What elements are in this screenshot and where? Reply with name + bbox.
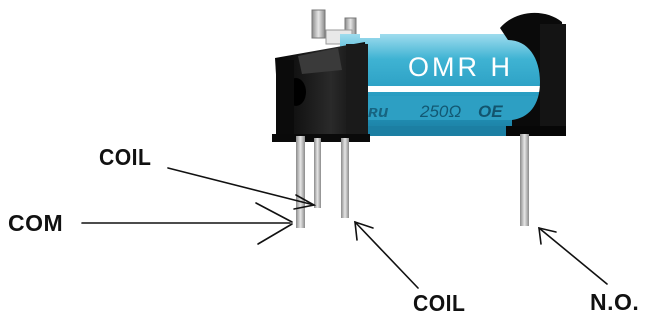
right-end-cap xyxy=(500,12,566,136)
label-coil-bottom: COIL xyxy=(413,290,466,316)
arrow-coil-bottom xyxy=(354,221,419,289)
svg-text:OE: OE xyxy=(478,102,503,121)
arrowhead-no xyxy=(538,226,557,245)
left-housing xyxy=(272,42,370,142)
svg-text:ʀu: ʀu xyxy=(368,102,389,121)
label-normally-open: N.O. xyxy=(590,289,640,315)
body-label: OMR H xyxy=(408,52,513,82)
resistance-print: 250Ω xyxy=(419,102,461,121)
com-pin xyxy=(296,136,305,228)
arrowhead-coil-bottom xyxy=(354,220,374,241)
leader-arrows xyxy=(81,167,608,289)
no-pin xyxy=(520,134,529,226)
arrowhead-com-upper xyxy=(255,202,293,223)
terminal-pins xyxy=(296,134,529,228)
arrowhead-coil-top xyxy=(293,194,317,210)
label-com: COM xyxy=(8,210,64,236)
coil-pin-1 xyxy=(314,138,321,208)
label-coil-top: COIL xyxy=(99,144,152,170)
arrow-no xyxy=(538,227,608,285)
reed-cylinder: OMR H 250Ω ʀu OE xyxy=(340,30,540,136)
arrowhead-com-lower xyxy=(257,223,293,245)
coil-pin-2 xyxy=(341,138,349,218)
arrow-coil-top xyxy=(167,167,315,206)
